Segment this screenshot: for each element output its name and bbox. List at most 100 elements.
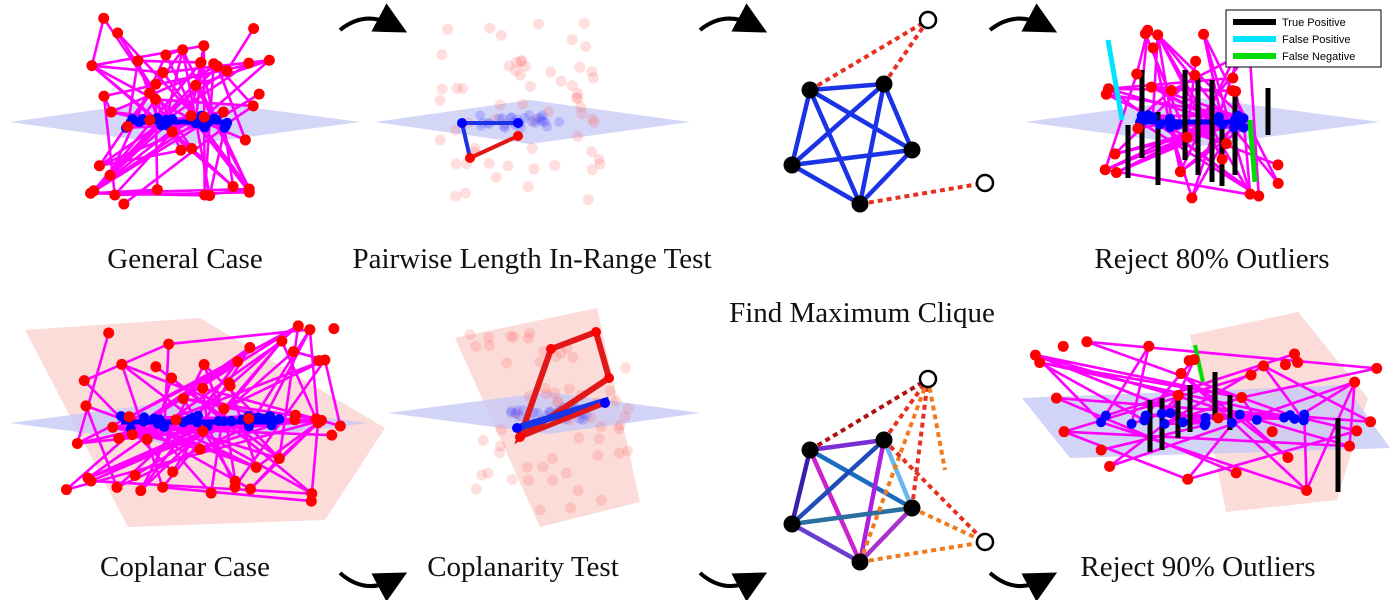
faded-red-point [620, 362, 632, 374]
faded-red-point [476, 469, 488, 481]
outlier-edge [130, 425, 249, 430]
red-point [163, 338, 175, 350]
faded-red-point [532, 18, 544, 30]
red-point [1257, 360, 1269, 372]
outlier-edge [1151, 85, 1236, 93]
red-point [1236, 392, 1248, 404]
outlier-edge [139, 430, 204, 492]
outlier-edge [114, 190, 250, 197]
faded-red-point [522, 180, 534, 192]
red-point [1099, 164, 1111, 176]
clique-edge [790, 82, 886, 167]
faded-red-point [613, 447, 625, 459]
blue-point [1139, 415, 1150, 426]
outlier-edge [1034, 354, 1103, 424]
blue-point [512, 423, 522, 433]
blue-point [1155, 119, 1166, 130]
faded-red-point [572, 88, 584, 100]
faded-blue-point [499, 122, 510, 133]
red-point [1349, 376, 1361, 388]
red-point [292, 320, 304, 332]
outlier-edge [208, 124, 227, 196]
red-point [229, 475, 241, 487]
panel-reject-90 [1022, 312, 1390, 512]
blue-point [1166, 116, 1177, 127]
dotted-edge [882, 438, 987, 544]
faded-red-point [585, 412, 597, 424]
panel-general-case [10, 12, 360, 210]
dotted-edge [808, 18, 930, 92]
red-point [253, 88, 265, 100]
red-point [103, 327, 115, 339]
blue-point [274, 414, 285, 425]
red-point [232, 355, 244, 367]
outlier-edge [223, 127, 235, 187]
red-point [199, 189, 211, 201]
red-point [1301, 484, 1313, 496]
faded-blue-point [532, 407, 543, 418]
red-point [276, 335, 288, 347]
faded-blue-point [527, 116, 538, 127]
faded-blue-point [497, 113, 508, 124]
blue-point [1200, 412, 1211, 423]
clique-edges [789, 81, 915, 206]
blue-point [1199, 420, 1210, 431]
outlier-edge [154, 99, 159, 190]
red-point [1186, 192, 1198, 204]
dotted-edge [911, 506, 986, 544]
blue-point [1251, 414, 1262, 425]
clique-edge [808, 88, 914, 152]
faded-red-point [563, 383, 575, 395]
blue-point [600, 398, 610, 408]
outlier-edge [1055, 396, 1237, 475]
false-negative-edge [1247, 119, 1258, 183]
red-point [195, 56, 207, 68]
red-point [135, 485, 147, 497]
faded-red-point [493, 447, 505, 459]
faded-red-point [464, 329, 476, 341]
outlier-edge [1151, 47, 1182, 173]
red-point [197, 382, 209, 394]
red-point [112, 27, 124, 39]
red-point [1227, 72, 1239, 84]
blue-plane [375, 100, 690, 144]
coplanar-edge [519, 400, 606, 440]
faded-red-point [524, 81, 536, 93]
faded-red-point [534, 504, 546, 516]
outlier-edge [1202, 33, 1252, 195]
faded-red-point [515, 56, 527, 68]
outlier-edge [90, 479, 312, 495]
red-point [1292, 356, 1304, 368]
faded-red-point [482, 331, 494, 343]
legend-label-false-positive: False Positive [1282, 34, 1350, 46]
clique-edge [807, 449, 863, 563]
faded-red-point [494, 99, 506, 111]
faded-red-point [502, 160, 514, 172]
outlier-edge [1348, 381, 1356, 447]
blue-point [116, 411, 127, 422]
arrow-icon [698, 571, 768, 600]
outlier-edge [1241, 367, 1377, 399]
faded-red-point [613, 423, 625, 435]
clique-node [801, 81, 819, 99]
red-point [1212, 412, 1224, 424]
red-point [166, 126, 178, 138]
red-point [150, 361, 162, 373]
faded-red-point [539, 382, 551, 394]
red-point [217, 106, 229, 118]
blue-point [127, 113, 138, 124]
clique-node [783, 156, 801, 174]
blue-point [213, 415, 224, 426]
outlier-edge [190, 147, 234, 188]
outlier-edge [171, 346, 252, 473]
outlier-node [918, 369, 938, 389]
red-point [248, 23, 260, 35]
clique-edge [857, 439, 887, 563]
red-point [60, 484, 72, 496]
panel-clique-top [783, 10, 995, 213]
red-point [1152, 29, 1164, 41]
arrow-icon [338, 3, 408, 33]
faded-red-point [572, 92, 584, 104]
outlier-edge [113, 130, 174, 196]
